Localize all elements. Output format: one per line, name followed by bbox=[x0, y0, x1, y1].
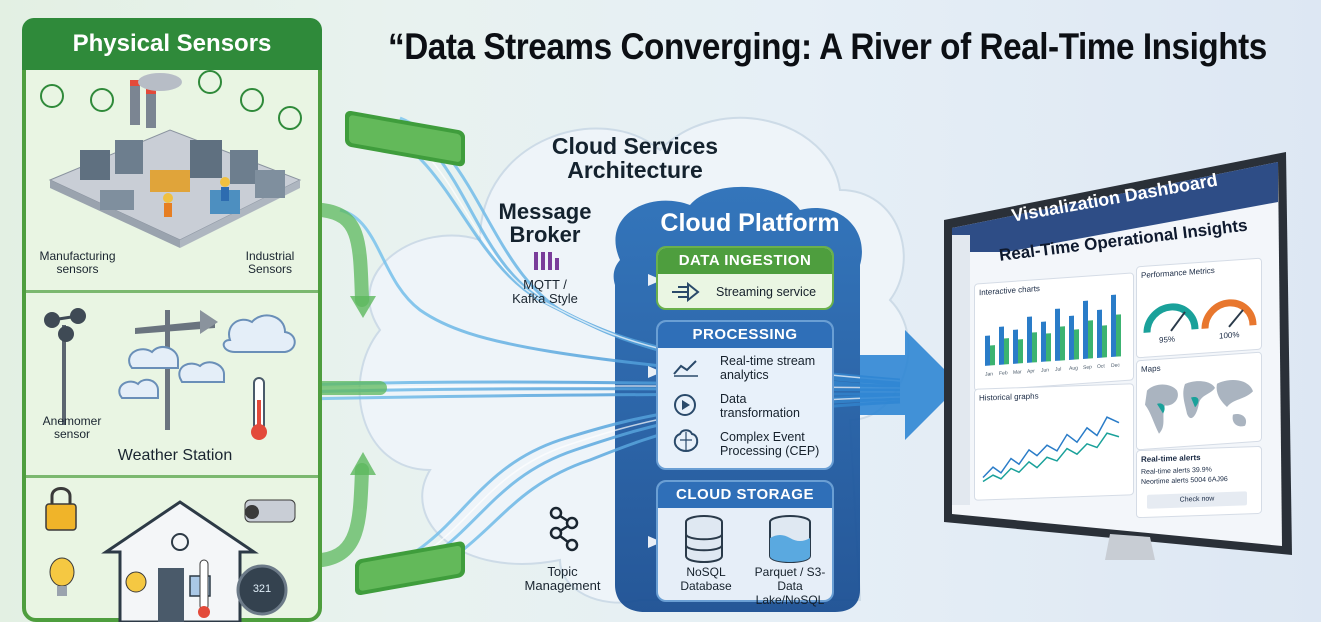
month-label: Dec bbox=[1111, 362, 1120, 369]
analytics-icon bbox=[673, 360, 698, 377]
month-label: Jul bbox=[1055, 366, 1061, 372]
month-label: Sep bbox=[1083, 364, 1092, 371]
streaming-service-label: Streaming service bbox=[716, 285, 817, 299]
page-title: “Data Streams Converging: A River of Rea… bbox=[388, 26, 1267, 67]
alerts-card: Real-time alerts Real-time alerts 39.9% … bbox=[1136, 445, 1262, 519]
cloud-platform-title: Cloud Platform bbox=[660, 209, 840, 237]
bar-chart: Jan Feb Mar Apr Jun Jul Aug Sep Oct Dec bbox=[985, 294, 1121, 378]
data-tile-bottom bbox=[355, 541, 465, 596]
cep-label: Complex Event Processing (CEP) bbox=[720, 430, 820, 459]
weather-station-illustration bbox=[44, 308, 296, 440]
bar bbox=[999, 326, 1004, 365]
stream-analytics-label: Real-time stream analytics bbox=[720, 354, 816, 383]
bar bbox=[1088, 320, 1093, 359]
transformation-icon bbox=[674, 394, 696, 416]
bar bbox=[1060, 326, 1065, 361]
industrial-sensors-label: Industrial Sensors bbox=[245, 249, 295, 277]
bar bbox=[1102, 325, 1107, 358]
bar bbox=[1046, 333, 1051, 362]
thermostat-value: 321 bbox=[252, 583, 272, 595]
anemometer-sensor-label: Anemomer sensor bbox=[42, 414, 102, 442]
month-label: Jan bbox=[985, 371, 993, 378]
data-transformation-label: Data transformation bbox=[720, 392, 800, 421]
dashboard-sidebar bbox=[952, 235, 970, 505]
bar bbox=[1018, 339, 1023, 364]
data-lake-label: Parquet / S3- Data Lake/NoSQL bbox=[754, 565, 826, 607]
line-chart bbox=[982, 416, 1120, 483]
bar bbox=[985, 335, 990, 366]
bar bbox=[1032, 332, 1037, 363]
month-label: Jun bbox=[1041, 367, 1049, 374]
performance-title: Performance Metrics bbox=[1141, 265, 1215, 281]
month-label: Mar bbox=[1013, 369, 1022, 376]
cloud-storage-box: CLOUD STORAGE NoSQL Database Parquet / S… bbox=[656, 480, 834, 607]
bar bbox=[1041, 321, 1046, 362]
bar bbox=[1055, 308, 1060, 361]
world-map bbox=[1145, 379, 1253, 434]
performance-card: Performance Metrics 95% 100% bbox=[1136, 257, 1262, 359]
physical-sensors-header: Physical Sensors bbox=[22, 18, 322, 70]
bar-card-title: Interactive charts bbox=[979, 283, 1040, 298]
gauge2-value: 100% bbox=[1219, 330, 1240, 341]
data-lake-icon bbox=[769, 515, 811, 563]
maps-card: Maps bbox=[1136, 351, 1262, 451]
factory-illustration bbox=[40, 70, 302, 248]
panel-divider bbox=[26, 290, 318, 293]
bar bbox=[1004, 338, 1009, 365]
bar bbox=[1027, 316, 1032, 363]
month-label: Feb bbox=[999, 370, 1008, 377]
data-ingestion-header: DATA INGESTION bbox=[658, 248, 832, 274]
bar bbox=[1097, 309, 1102, 358]
gauge1-value: 95% bbox=[1159, 334, 1176, 345]
database-icon bbox=[685, 515, 723, 563]
bar bbox=[1111, 294, 1116, 358]
topic-management-icon bbox=[549, 506, 579, 552]
bar bbox=[1083, 300, 1088, 359]
bar bbox=[990, 345, 995, 366]
month-label: Oct bbox=[1097, 363, 1105, 370]
broker-subtitle: MQTT / Kafka Style bbox=[512, 277, 578, 307]
data-tile-top bbox=[345, 110, 465, 167]
alert-line-1: Real-time alerts 39.9% bbox=[1141, 466, 1212, 477]
bar bbox=[1116, 314, 1121, 357]
bar-chart-card: Interactive charts Jan Feb Mar Apr Jun Jul Aug… bbox=[974, 272, 1134, 392]
broker-icon bbox=[534, 252, 559, 270]
stream-arrow bbox=[860, 330, 960, 440]
topic-management-label: Topic Management bbox=[524, 564, 601, 594]
processing-header: PROCESSING bbox=[658, 322, 832, 348]
month-label: Apr bbox=[1027, 368, 1035, 375]
brain-icon bbox=[673, 429, 699, 452]
smart-home-illustration bbox=[45, 487, 296, 622]
data-ingestion-box: DATA INGESTION Streaming service bbox=[656, 246, 834, 310]
weather-station-label: Weather Station bbox=[117, 447, 233, 464]
streaming-icon bbox=[672, 282, 700, 302]
line-chart-card: Historical graphs bbox=[974, 383, 1134, 501]
dashboard-header-bg bbox=[952, 162, 1278, 252]
alert-line-2: Neortime alerts 5004 6AJ96 bbox=[1141, 475, 1228, 487]
panel-divider bbox=[26, 475, 318, 478]
gauges bbox=[1143, 299, 1257, 333]
month-label: Aug bbox=[1069, 365, 1078, 372]
manufacturing-sensors-label: Manufacturing sensors bbox=[39, 249, 116, 277]
bar bbox=[1013, 329, 1018, 364]
alerts-title: Real-time alerts bbox=[1141, 452, 1201, 465]
line-card-title: Historical graphs bbox=[979, 391, 1039, 403]
check-now-button[interactable]: Check now bbox=[1147, 491, 1247, 509]
nosql-database-label: NoSQL Database bbox=[680, 565, 732, 593]
bar bbox=[1074, 329, 1079, 360]
bar bbox=[1069, 315, 1074, 360]
cloud-storage-header: CLOUD STORAGE bbox=[658, 482, 832, 508]
maps-title: Maps bbox=[1141, 363, 1161, 375]
cloud-architecture-title: Cloud Services Architecture bbox=[551, 133, 719, 184]
dashboard-monitor: Visualization Dashboard Real-Time Operat… bbox=[940, 150, 1292, 560]
processing-box: PROCESSING Real-time stream analytics Da… bbox=[656, 320, 834, 470]
message-broker-title: Message Broker bbox=[498, 199, 592, 248]
